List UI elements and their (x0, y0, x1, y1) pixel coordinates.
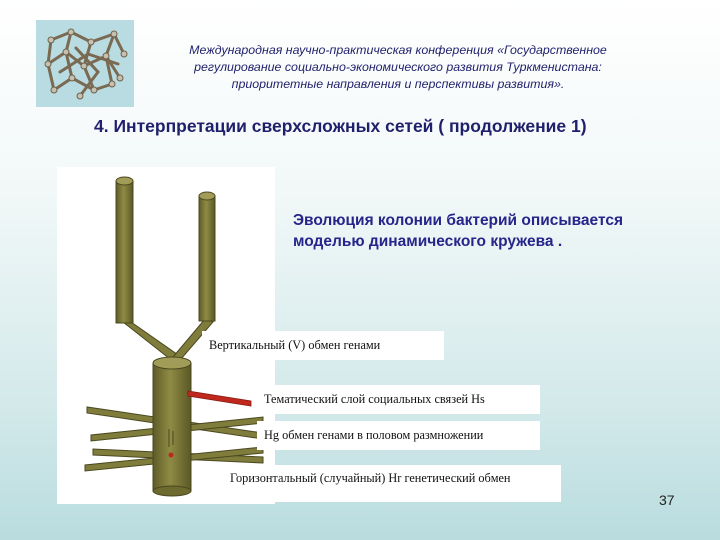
slide-title: 4. Интерпретации сверхсложных сетей ( пр… (94, 116, 587, 136)
conference-logo (36, 20, 134, 107)
trunk-rod (152, 356, 192, 497)
dynamic-lace-diagram (84, 176, 264, 497)
label-hg-exchange: Hg обмен генами в половом размножении (257, 421, 540, 450)
upper-rods (115, 176, 216, 324)
label-horizontal-exchange: Горизонтальный (случайный) Hr генетическ… (223, 465, 561, 502)
conference-header: Международная научно-практическая конфер… (189, 43, 607, 91)
molecular-network-icon (44, 28, 128, 100)
page-number: 37 (659, 492, 675, 508)
label-thematic-layer: Тематический слой социальных связей Hs (257, 385, 540, 414)
label-vertical-exchange: Вертикальный (V) обмен генами (202, 331, 444, 360)
social-link-rod (187, 390, 252, 407)
slide-description: Эволюция колонии бактерий описывается мо… (293, 212, 624, 250)
branch-rods (121, 318, 214, 364)
